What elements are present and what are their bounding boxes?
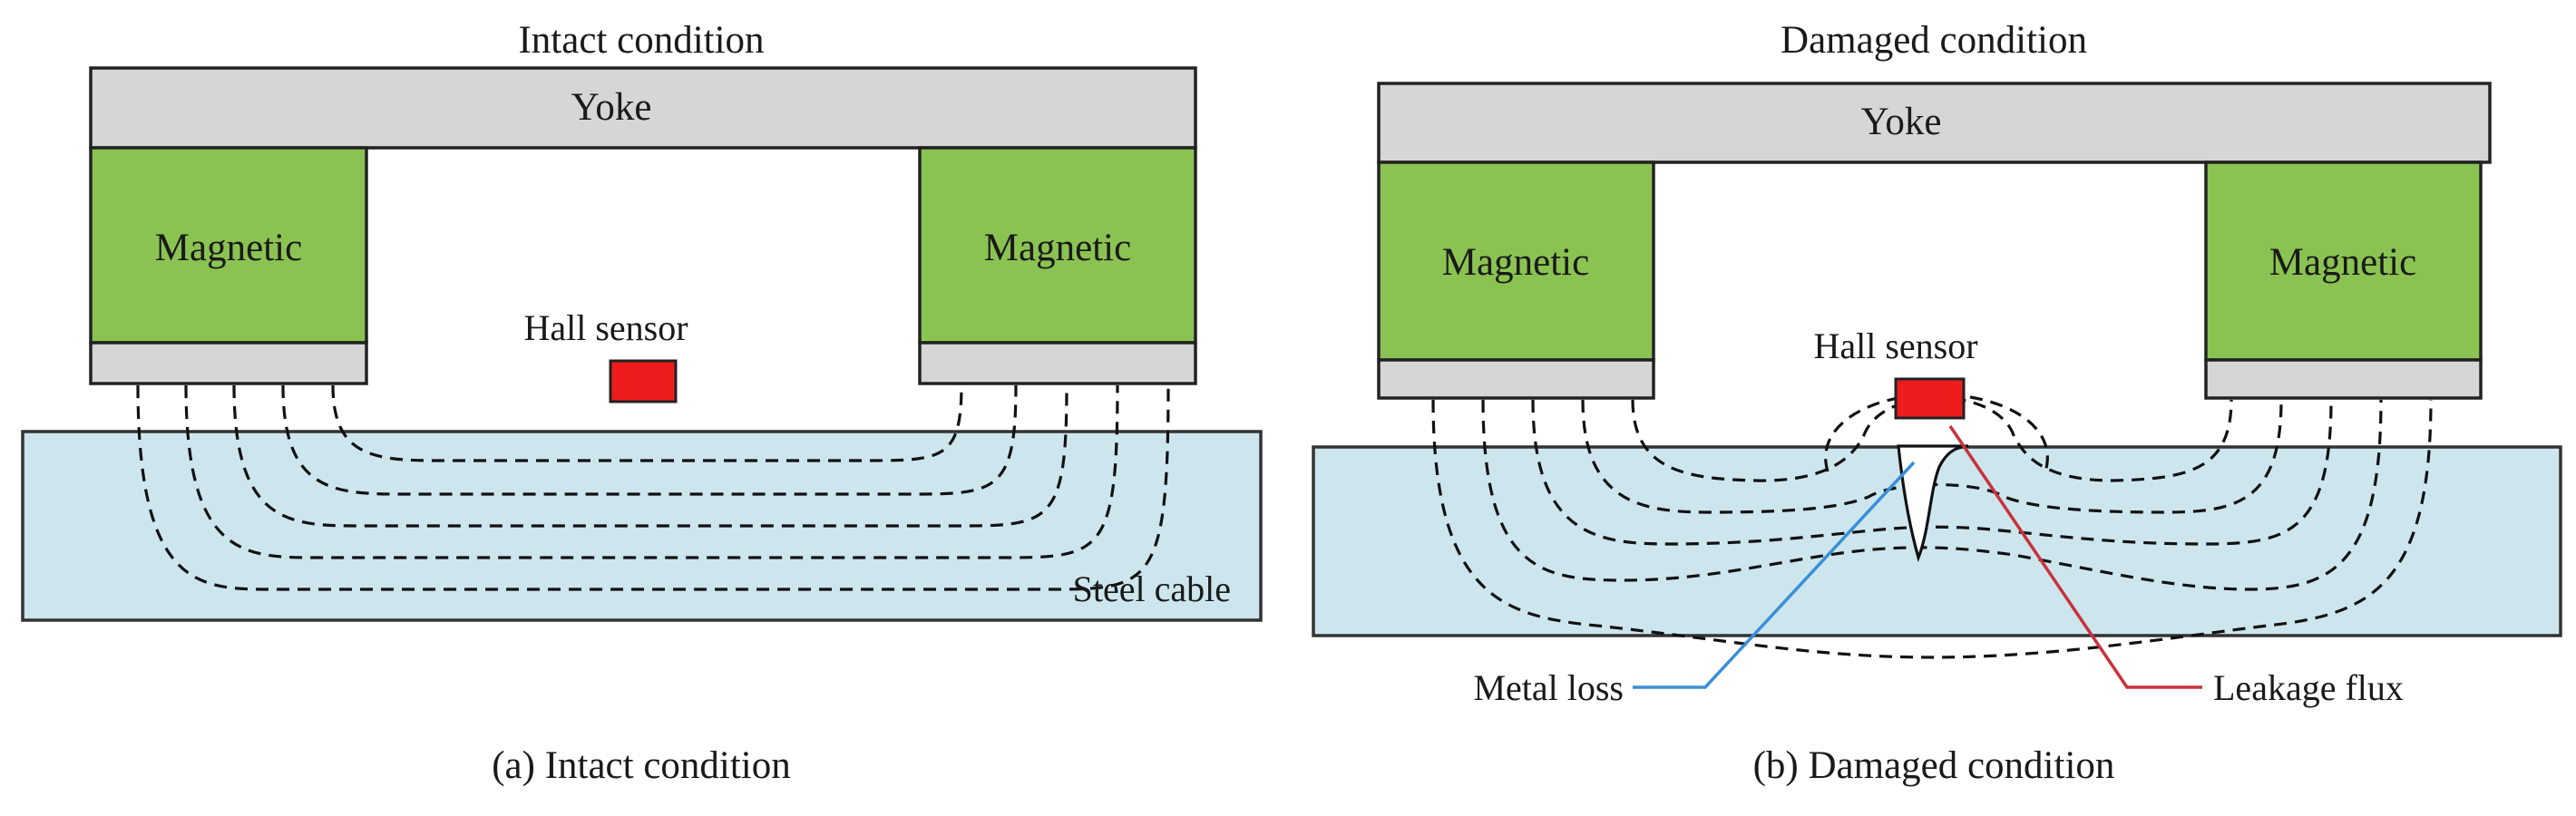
damaged-flux-line [1431, 399, 2433, 659]
damaged-yoke-label: Yoke [1861, 101, 1942, 143]
damaged-title: Damaged condition [1781, 19, 2087, 62]
damaged-flux-line [1531, 399, 2333, 546]
intact-magnet-left [89, 146, 368, 345]
intact-sensor-label: Hall sensor [523, 307, 688, 348]
intact-flux-lines [136, 384, 1170, 591]
metal-loss-leader-line [1633, 461, 1916, 689]
damaged-magnet-right-label: Magnetic [2269, 241, 2416, 284]
damaged-magnet-left-label: Magnetic [1442, 241, 1589, 284]
intact-pole-left [89, 341, 368, 385]
damaged-hall-sensor [1894, 377, 1966, 420]
intact-hall-sensor [609, 359, 678, 403]
damaged-caption: (b) Damaged condition [1753, 744, 2115, 787]
damaged-panel: Damaged condition Yoke Magnetic Magnetic… [1312, 19, 2562, 787]
metal-loss-defect [1897, 444, 1969, 562]
intact-flux-line [281, 384, 1018, 496]
damaged-flux-line [1581, 399, 2283, 514]
leakage-flux-leader-line [1948, 425, 2202, 689]
intact-pole-right [918, 341, 1197, 385]
intact-flux-line [184, 384, 1119, 559]
damaged-pole-left [1377, 358, 1655, 400]
intact-magnet-left-label: Magnetic [155, 227, 302, 269]
intact-magnet-right-label: Magnetic [984, 227, 1131, 269]
intact-yoke [89, 66, 1197, 150]
damaged-yoke [1377, 82, 2492, 164]
intact-cable-label: Steel cable [1073, 568, 1231, 609]
intact-caption: (a) Intact condition [492, 744, 791, 787]
intact-title: Intact condition [518, 19, 764, 62]
intact-yoke-label: Yoke [571, 86, 652, 129]
metal-loss-label: Metal loss [1473, 667, 1624, 708]
intact-flux-line [331, 384, 963, 462]
intact-flux-line [232, 384, 1068, 528]
intact-magnet-right [918, 146, 1197, 345]
damaged-pole-right [2204, 358, 2483, 400]
damaged-magnet-right [2204, 160, 2483, 362]
damaged-flux-line [1481, 399, 2383, 591]
damaged-sensor-label: Hall sensor [1813, 325, 1977, 366]
leakage-flux-label: Leakage flux [2213, 667, 2404, 708]
intact-panel: Intact condition Yoke Magnetic Magnetic … [21, 19, 1263, 787]
